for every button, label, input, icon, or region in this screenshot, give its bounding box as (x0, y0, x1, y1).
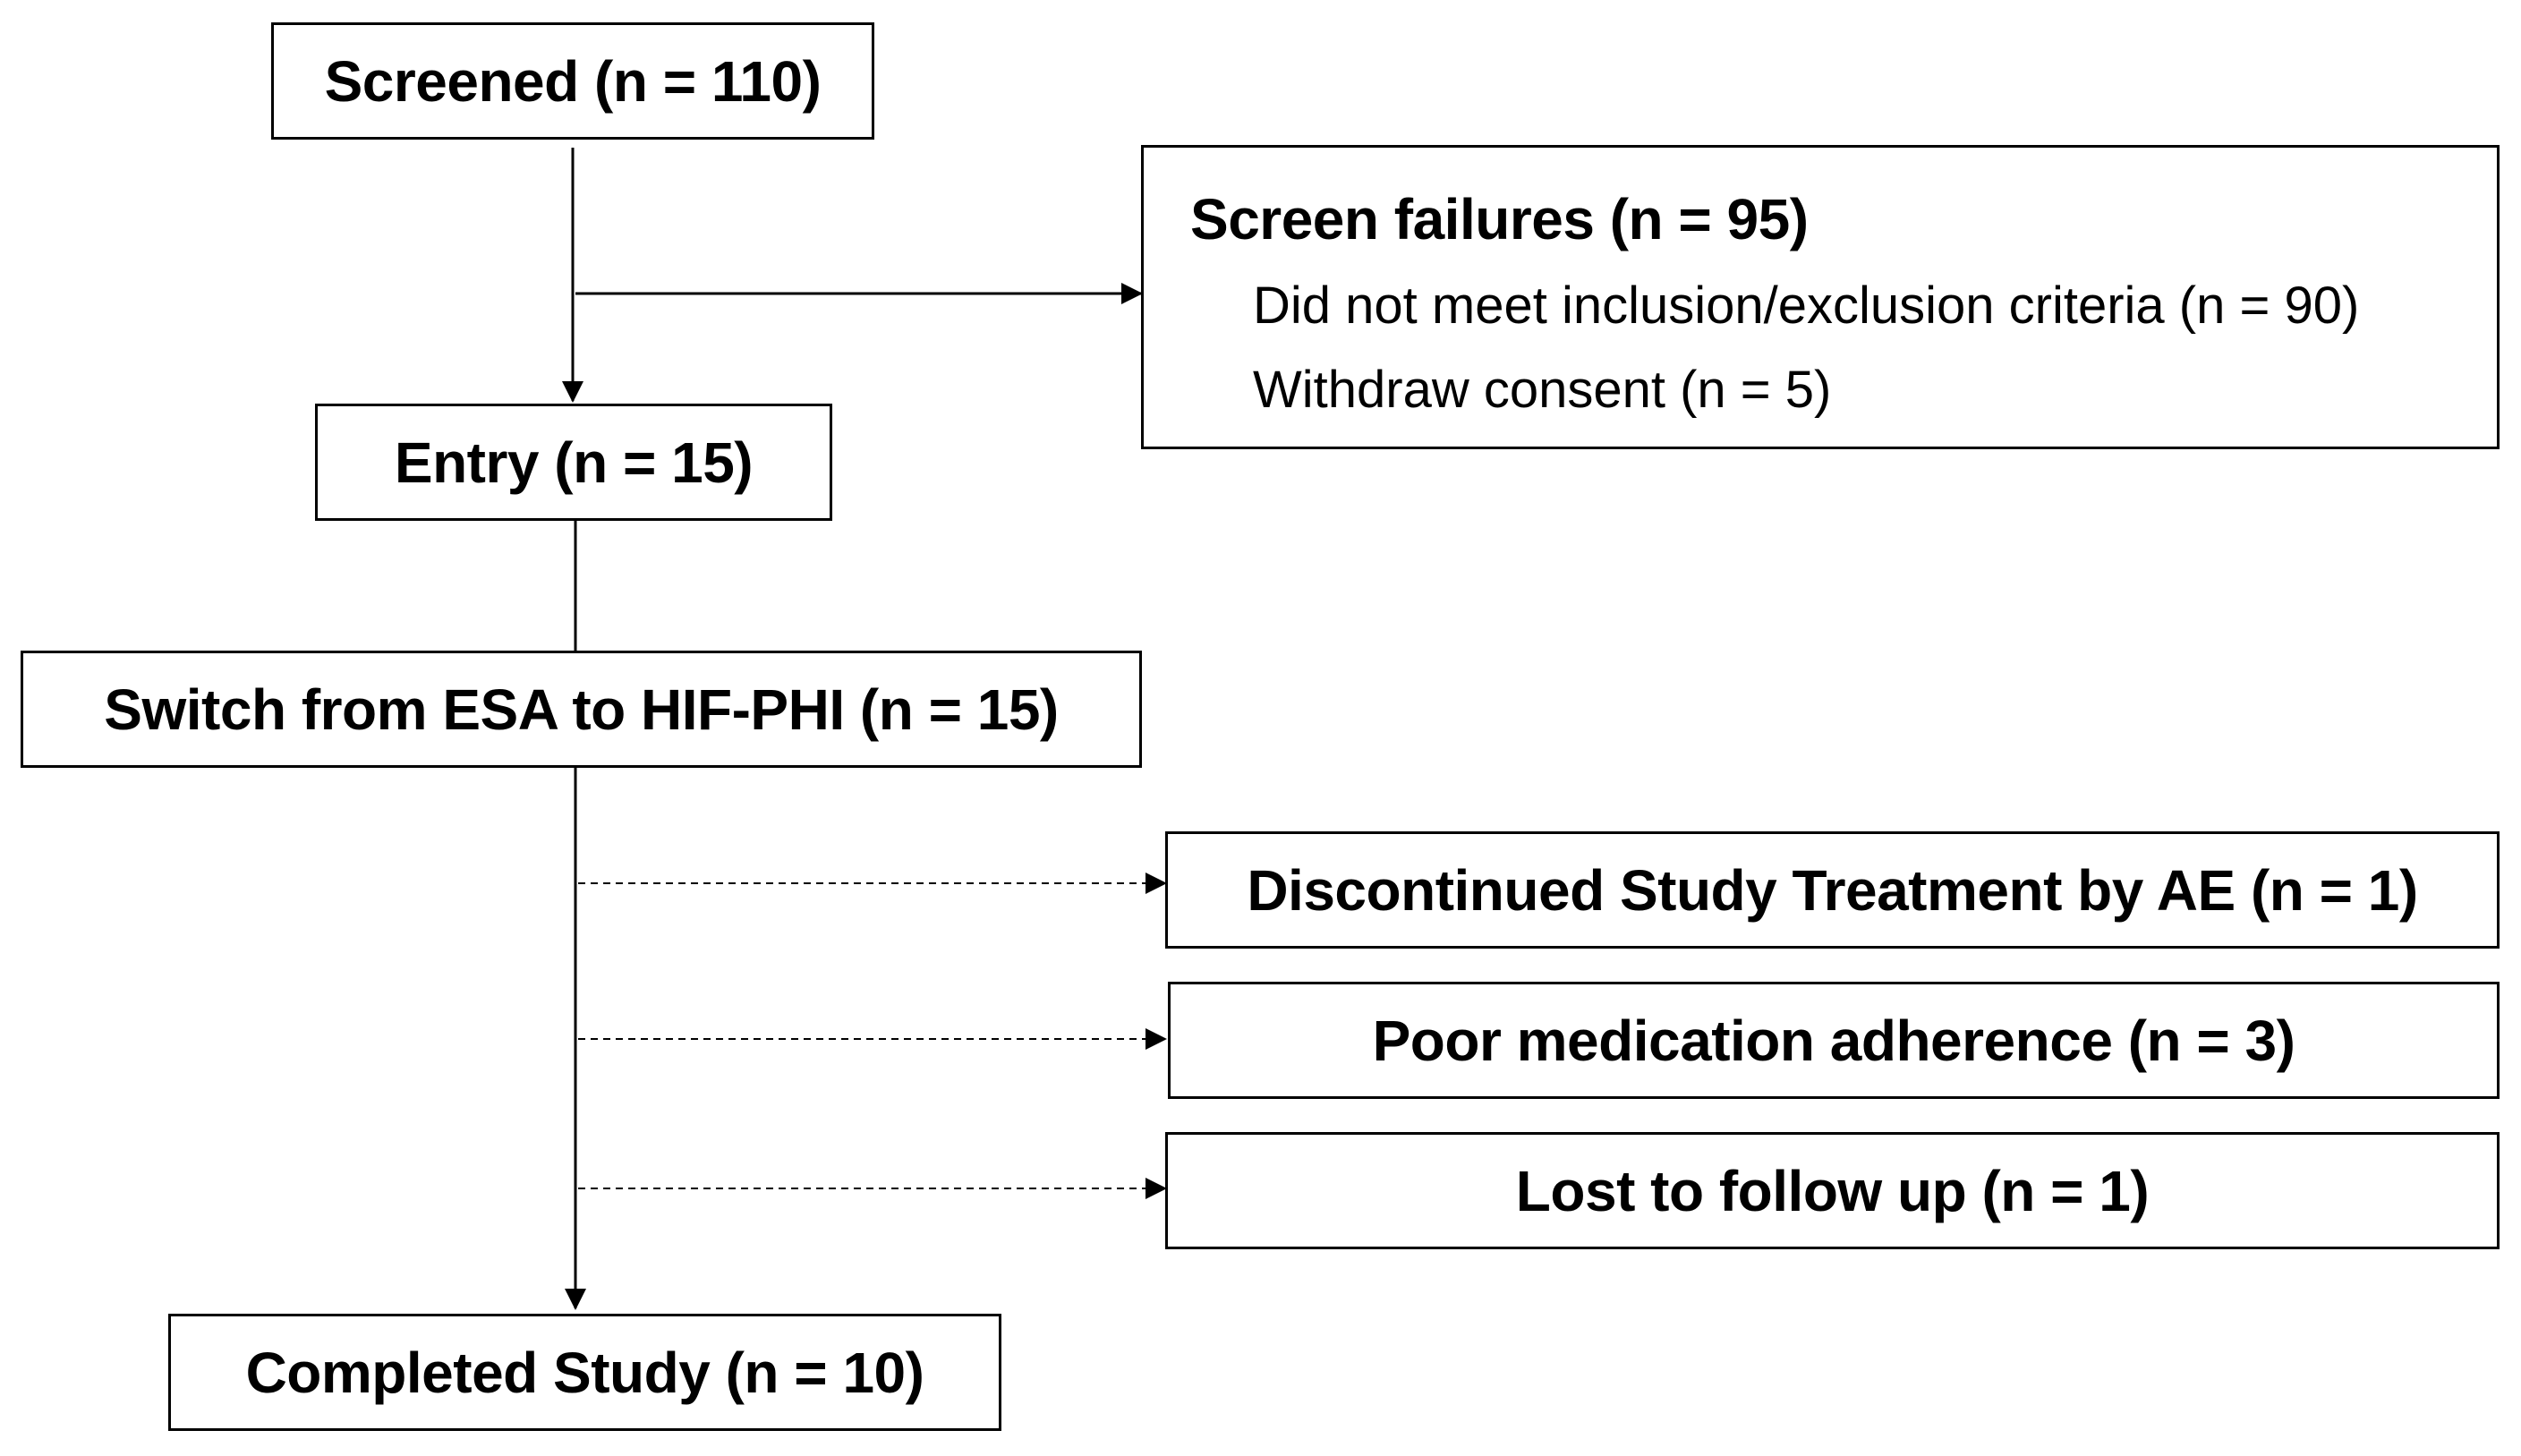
screened-box: Screened (n = 110) (271, 22, 874, 140)
screened-label: Screened (n = 110) (324, 48, 822, 114)
discontinued-box: Discontinued Study Treatment by AE (n = … (1165, 831, 2500, 949)
poor-adherence-label: Poor medication adherence (n = 3) (1372, 1008, 2295, 1073)
screen-failure-reason-inclusion: Did not meet inclusion/exclusion criteri… (1253, 277, 2360, 335)
completed-box: Completed Study (n = 10) (168, 1314, 1001, 1431)
lost-follow-up-label: Lost to follow up (n = 1) (1515, 1158, 2150, 1223)
screen-failure-reason-consent: Withdraw consent (n = 5) (1253, 361, 1832, 419)
completed-label: Completed Study (n = 10) (245, 1340, 924, 1405)
entry-label: Entry (n = 15) (394, 430, 754, 495)
lost-follow-up-box: Lost to follow up (n = 1) (1165, 1132, 2500, 1249)
poor-adherence-box: Poor medication adherence (n = 3) (1168, 982, 2500, 1099)
switch-box: Switch from ESA to HIF-PHI (n = 15) (21, 651, 1142, 768)
switch-label: Switch from ESA to HIF-PHI (n = 15) (104, 677, 1059, 742)
screen-failures-box: Screen failures (n = 95) Did not meet in… (1141, 145, 2500, 449)
entry-box: Entry (n = 15) (315, 404, 832, 521)
screen-failures-title: Screen failures (n = 95) (1190, 187, 1809, 251)
discontinued-label: Discontinued Study Treatment by AE (n = … (1247, 857, 2418, 923)
